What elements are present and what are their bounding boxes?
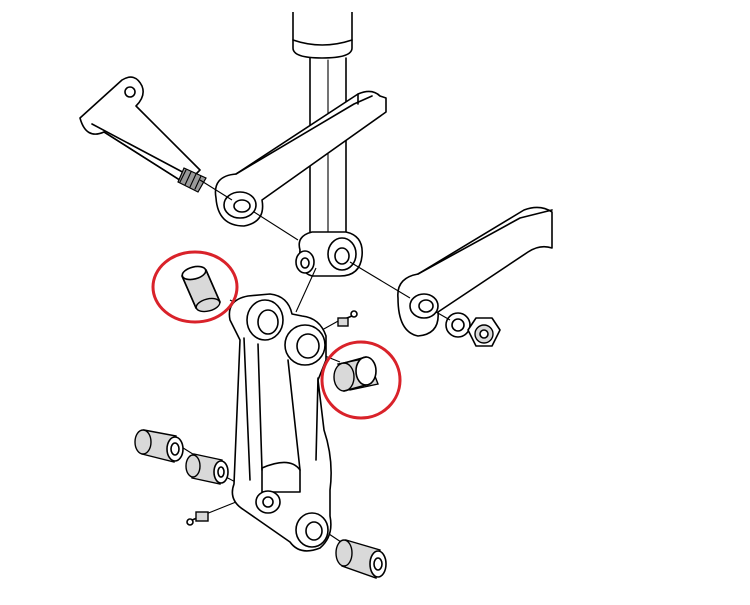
- grease-fitting-upper: [337, 310, 358, 327]
- bushing-bottom-right: [335, 539, 387, 579]
- lock-nut: [467, 317, 501, 347]
- bushing-lower-left-2: [185, 453, 229, 485]
- grease-fitting-lower: [186, 511, 209, 526]
- h-link: [228, 293, 332, 552]
- link-arm: [214, 90, 387, 227]
- linkage-pin: [79, 76, 207, 193]
- bushing-mid-right: [333, 356, 379, 392]
- washer: [445, 312, 471, 338]
- cylinder-rod: [292, 12, 353, 241]
- rod-eye: [295, 231, 363, 277]
- bushing-top-left: [181, 265, 221, 313]
- link-arm: [397, 206, 553, 337]
- highlight-circle-mid-right: [320, 340, 402, 420]
- highlight-circle-top-left: [151, 250, 239, 324]
- pin-thread: [177, 167, 207, 193]
- bushing-lower-left-1: [134, 429, 184, 463]
